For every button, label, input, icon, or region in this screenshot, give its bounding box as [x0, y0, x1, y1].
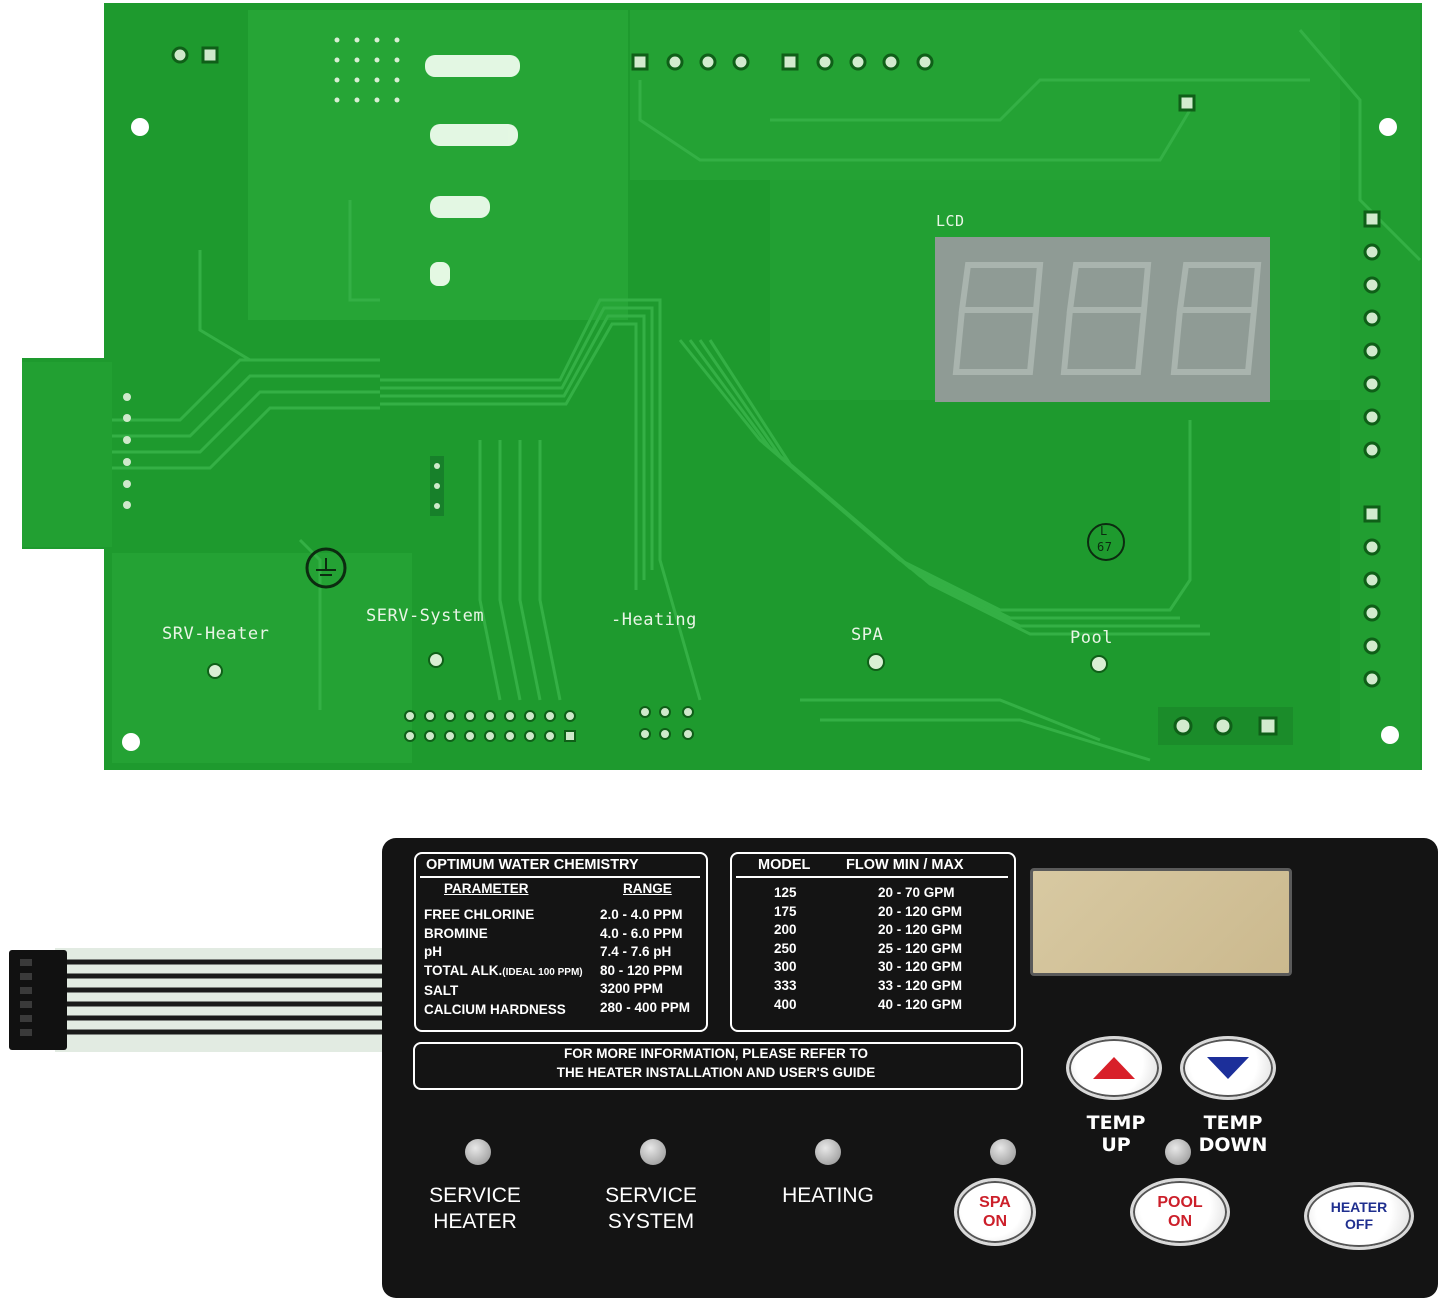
flow-model: 200 — [774, 922, 797, 938]
info-line-1: FOR MORE INFORMATION, PLEASE REFER TO — [563, 1046, 868, 1061]
chemistry-param: FREE CHLORINE — [424, 907, 535, 922]
down-arrow-icon — [1207, 1057, 1249, 1079]
flow-range: 25 - 120 GPM — [878, 940, 963, 956]
chemistry-range-column: 2.0 - 4.0 PPM 4.0 - 6.0 PPM 7.4 - 7.6 pH… — [600, 906, 690, 1018]
chemistry-param-note: (IDEAL 100 PPM) — [502, 966, 583, 978]
chemistry-range: 2.0 - 4.0 PPM — [600, 907, 683, 922]
pool-on-button[interactable]: POOL ON — [1130, 1178, 1230, 1246]
temp-down-label: TEMP DOWN — [1190, 1112, 1276, 1156]
chemistry-range-header: RANGE — [623, 881, 672, 896]
pool-led — [1165, 1139, 1191, 1165]
flow-model-column: 125 175 200 250 300 333 400 — [774, 884, 797, 1014]
flow-model: 333 — [774, 977, 797, 993]
heating-silk-label: -Heating — [611, 610, 697, 630]
chemistry-param-column: FREE CHLORINE BROMINE pH TOTAL ALK.(IDEA… — [424, 906, 583, 1020]
spa-on-label-line1: SPA — [979, 1194, 1011, 1211]
service-system-label-line2: SYSTEM — [607, 1210, 695, 1233]
chemistry-title: OPTIMUM WATER CHEMISTRY — [426, 857, 639, 873]
chemistry-param: SALT — [424, 983, 459, 999]
spa-led — [990, 1139, 1016, 1165]
chemistry-param: BROMINE — [424, 925, 488, 941]
info-line-2: THE HEATER INSTALLATION AND USER'S GUIDE — [556, 1064, 876, 1080]
spa-on-label-line2: ON — [983, 1213, 1007, 1230]
temp-down-button[interactable] — [1180, 1036, 1276, 1100]
chemistry-range: 80 - 120 PPM — [600, 962, 683, 978]
info-box — [413, 1042, 1023, 1090]
service-heater-label-line1: SERVICE — [429, 1184, 521, 1207]
service-system-label-line1: SERVICE — [605, 1184, 697, 1207]
67-silk-mark: 67 — [1097, 540, 1113, 554]
spa-silk-label: SPA — [851, 625, 884, 645]
flow-model: 400 — [774, 996, 797, 1012]
flow-range-column: 20 - 70 GPM 20 - 120 GPM 20 - 120 GPM 25… — [878, 884, 962, 1014]
ribbon-connector — [9, 950, 67, 1050]
l-silk-mark: L — [1100, 524, 1108, 538]
flow-model: 250 — [774, 940, 797, 956]
flow-range: 20 - 70 GPM — [878, 885, 955, 900]
srv-heater-silk-label: SRV-Heater — [162, 624, 270, 644]
heating-label: HEATING — [782, 1184, 874, 1207]
flow-range: 40 - 120 GPM — [878, 996, 963, 1012]
chemistry-range: 280 - 400 PPM — [600, 999, 691, 1015]
serv-system-silk-label: SERV-System — [366, 606, 485, 626]
display-window — [1030, 868, 1292, 976]
service-system-label: SERVICE SYSTEM — [591, 1183, 711, 1235]
circuit-board-image — [22, 3, 1422, 770]
chemistry-range: 4.0 - 6.0 PPM — [600, 925, 683, 941]
flow-range: 33 - 120 GPM — [878, 977, 963, 993]
flow-model: 175 — [774, 903, 797, 919]
temp-up-label-line1: TEMP — [1086, 1112, 1146, 1134]
flow-divider — [736, 876, 1008, 878]
info-text: FOR MORE INFORMATION, PLEASE REFER TO TH… — [413, 1045, 1019, 1082]
heater-off-label-line2: OFF — [1345, 1216, 1373, 1232]
service-heater-label: SERVICE HEATER — [415, 1183, 535, 1235]
flow-range: 20 - 120 GPM — [878, 922, 963, 938]
service-system-led — [640, 1139, 666, 1165]
temp-down-label-line1: TEMP — [1203, 1112, 1263, 1134]
ribbon-cable — [9, 948, 435, 1052]
pool-on-label-line2: ON — [1168, 1213, 1192, 1230]
flow-range: 20 - 120 GPM — [878, 903, 963, 919]
temp-up-label-line2: UP — [1101, 1134, 1131, 1156]
chemistry-range: 3200 PPM — [600, 981, 664, 997]
flow-model: 300 — [774, 959, 797, 975]
chemistry-param: CALCIUM HARDNESS — [424, 1001, 566, 1017]
chemistry-param: pH — [424, 944, 442, 960]
service-heater-led — [465, 1139, 491, 1165]
flow-minmax-header: FLOW MIN / MAX — [846, 857, 964, 873]
temp-up-label: TEMP UP — [1076, 1112, 1156, 1156]
chemistry-range: 7.4 - 7.6 pH — [600, 944, 672, 960]
temp-down-label-line2: DOWN — [1198, 1134, 1268, 1156]
pool-on-label-line1: POOL — [1157, 1194, 1203, 1211]
chemistry-param-header: PARAMETER — [444, 881, 529, 896]
heating-led — [815, 1139, 841, 1165]
service-heater-label-line2: HEATER — [433, 1210, 517, 1233]
up-arrow-icon — [1093, 1057, 1135, 1079]
flow-range: 30 - 120 GPM — [878, 959, 963, 975]
heater-off-button[interactable]: HEATER OFF — [1304, 1182, 1414, 1250]
lcd-silk-label: LCD — [936, 212, 965, 230]
chemistry-param: TOTAL ALK. — [424, 962, 503, 978]
chemistry-table-box — [414, 852, 708, 1032]
heater-off-label-line1: HEATER — [1330, 1199, 1388, 1215]
pool-silk-label: Pool — [1070, 628, 1113, 648]
flow-model-header: MODEL — [758, 857, 811, 873]
chemistry-divider — [420, 876, 700, 878]
flow-model: 125 — [774, 885, 797, 900]
seven-segment-display — [935, 237, 1270, 402]
spa-on-button[interactable]: SPA ON — [954, 1178, 1036, 1246]
temp-up-button[interactable] — [1066, 1036, 1162, 1100]
flow-table-box — [730, 852, 1016, 1032]
